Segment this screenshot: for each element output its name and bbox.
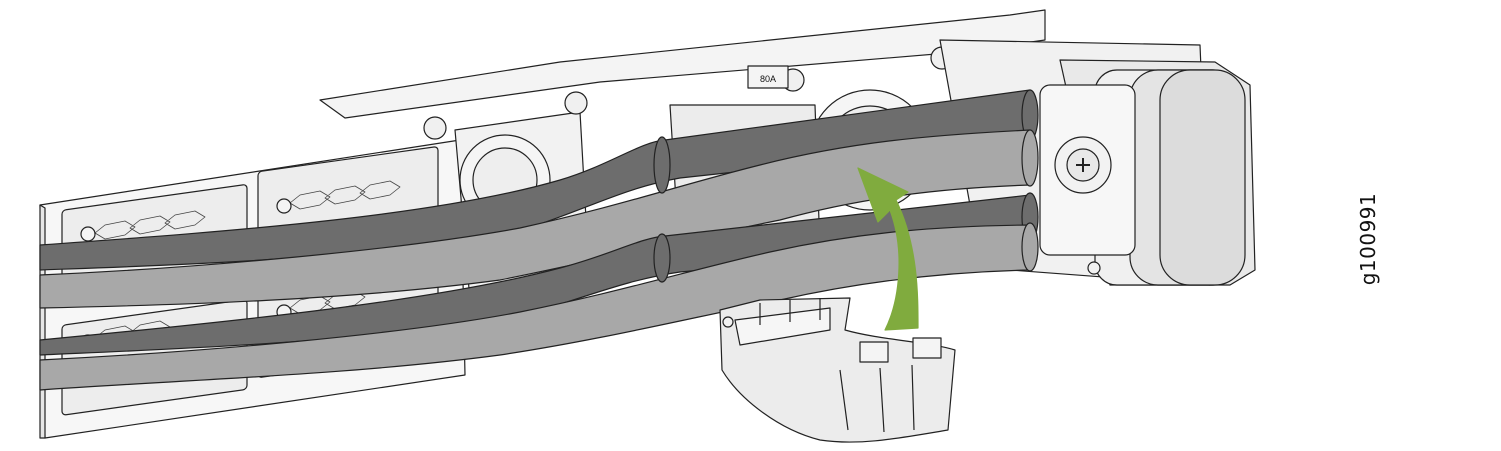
lower-cables [39, 192, 1039, 391]
rotation-arrow [857, 167, 919, 331]
rating-label: 80A [760, 74, 776, 84]
figure-id: g100991 [1356, 192, 1380, 286]
upper-cables [39, 89, 1039, 309]
cable-cover [719, 297, 956, 443]
